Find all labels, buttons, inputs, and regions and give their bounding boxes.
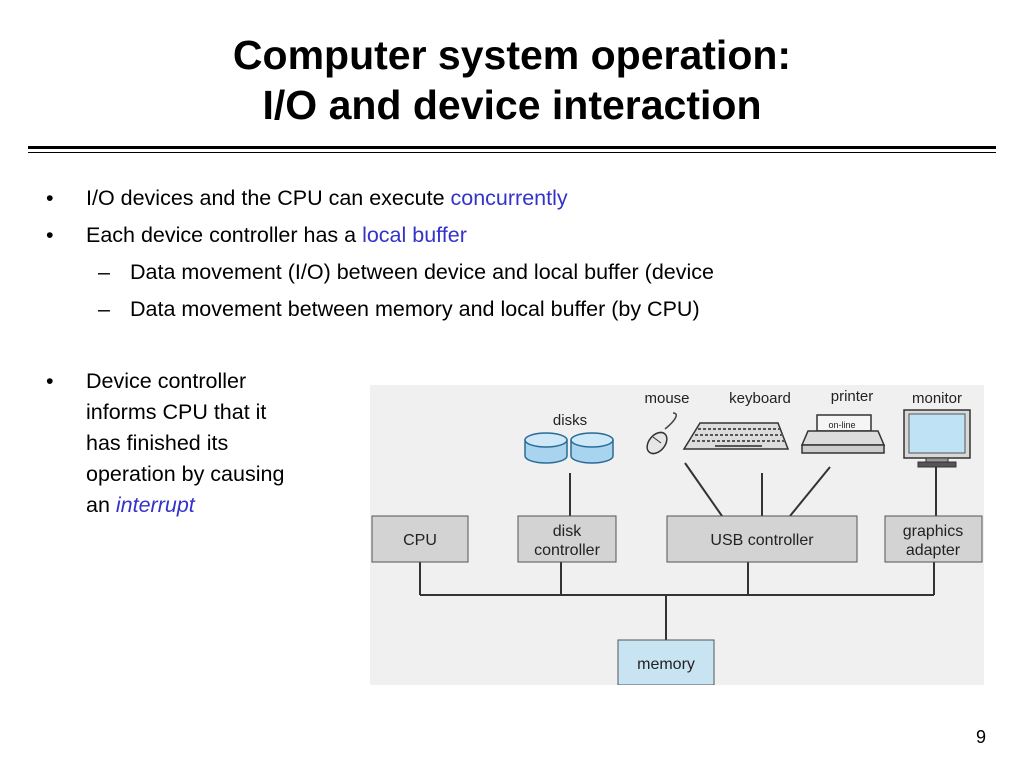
mouse-icon — [646, 412, 677, 455]
printer-status-label: on-line — [828, 420, 855, 430]
monitor-label: monitor — [912, 390, 962, 407]
title-divider-thick — [28, 146, 996, 149]
sub-bullet-device-movement: – Data movement (I/O) between device and… — [46, 254, 714, 291]
disk-controller-label-line2: controller — [534, 542, 600, 559]
disk-controller-label-line1: disk — [553, 523, 582, 540]
keyboard-icon — [682, 422, 790, 450]
mouse-link — [684, 462, 723, 517]
bullet-accent-concurrently: concurrently — [450, 186, 568, 210]
sub-bullet-marker: – — [98, 297, 110, 321]
printer-label: printer — [831, 388, 874, 405]
title-line-2: I/O and device interaction — [262, 82, 762, 128]
bullet-marker: • — [46, 186, 54, 210]
memory-label: memory — [637, 656, 695, 673]
bullet-marker: • — [46, 369, 54, 393]
sub-bullet-marker: – — [98, 260, 110, 284]
bullet-line: Device controller — [86, 369, 247, 393]
bullet-interrupt: • Device controller informs CPU that it … — [46, 366, 346, 521]
graphics-adapter-box — [884, 515, 983, 563]
sub-bullet-cpu-movement: – Data movement between memory and local… — [46, 291, 714, 328]
connection-lines — [419, 462, 937, 640]
cpu-label: CPU — [403, 532, 437, 549]
page-number: 9 — [975, 727, 986, 747]
bullet-line: has finished its — [86, 431, 229, 455]
slide-title: Computer system operation: I/O and devic… — [0, 30, 1024, 130]
graphics-adapter-label-line2: adapter — [906, 542, 961, 559]
bullet-line: operation by causing — [86, 462, 285, 486]
disk-controller-box — [517, 515, 617, 563]
usb-controller-box — [666, 515, 858, 563]
printer-link — [789, 466, 831, 517]
bullet-text: I/O devices and the CPU can execute — [86, 186, 451, 210]
bullet-interrupt-text: Device controller informs CPU that it ha… — [46, 366, 346, 521]
bullet-concurrency: • I/O devices and the CPU can execute co… — [46, 180, 714, 217]
title-divider-thin — [28, 152, 996, 153]
bullet-line-last: an interrupt — [86, 490, 346, 521]
sub-bullet-text: Data movement (I/O) between device and l… — [130, 260, 714, 284]
sub-bullet-text: Data movement between memory and local b… — [130, 297, 700, 321]
bullet-marker: • — [46, 223, 54, 247]
bullet-text: Each device controller has a — [86, 223, 363, 247]
io-diagram: CPU disk controller USB controller graph… — [370, 385, 984, 685]
bullet-line: informs CPU that it — [86, 400, 267, 424]
mouse-label: mouse — [644, 390, 689, 407]
usb-controller-label: USB controller — [710, 532, 814, 549]
disks-label: disks — [553, 412, 587, 429]
disks-icon — [524, 432, 614, 464]
title-line-1: Computer system operation: — [232, 32, 792, 78]
cpu-box — [371, 515, 469, 563]
keyboard-label: keyboard — [729, 390, 791, 407]
bullet-accent-interrupt: interrupt — [115, 493, 195, 517]
bullet-text: an — [86, 493, 116, 517]
monitor-icon — [903, 409, 971, 468]
memory-box — [617, 639, 715, 685]
printer-icon: on-line — [800, 414, 886, 454]
bullet-list: • I/O devices and the CPU can execute co… — [46, 180, 714, 328]
bullet-local-buffer: • Each device controller has a local buf… — [46, 217, 714, 254]
bullet-accent-local-buffer: local buffer — [362, 223, 467, 247]
graphics-adapter-label-line1: graphics — [903, 523, 963, 540]
